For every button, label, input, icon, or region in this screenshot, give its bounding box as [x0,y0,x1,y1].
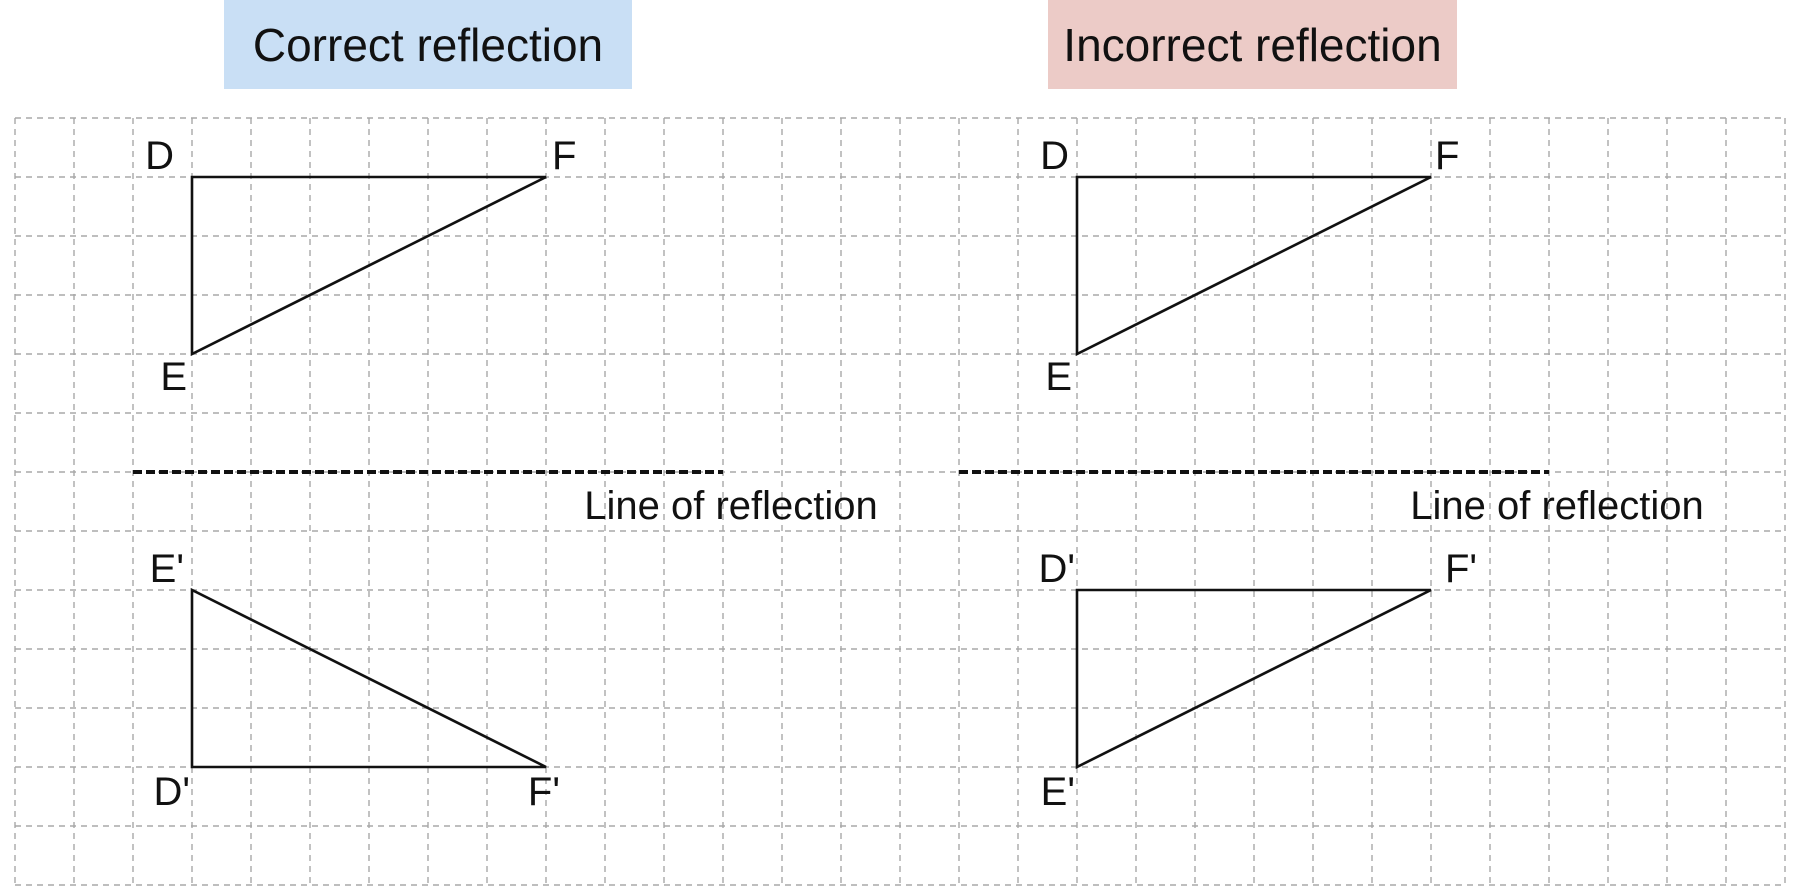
vertex-label-e: E [160,355,187,399]
panel-incorrect: Line of reflection D E F D' E' F' [959,134,1704,814]
vertex-label-f-prime: F' [528,770,560,814]
triangle-def [190,175,547,357]
header-incorrect-label: Incorrect reflection [1063,18,1442,71]
line-of-reflection-label: Line of reflection [1410,484,1704,528]
vertex-label-f: F [1435,134,1459,178]
header-correct-label: Correct reflection [252,18,604,71]
line-of-reflection-label: Line of reflection [584,484,878,528]
triangle-image [190,587,547,769]
panel-correct: Line of reflection D E F E' D' F' [133,134,878,814]
vertex-label-d: D [145,134,174,178]
vertex-label-e: E [1045,355,1072,399]
vertex-label-e-prime: E' [150,547,184,591]
vertex-label-f-prime: F' [1445,547,1477,591]
vertex-label-f: F [552,134,576,178]
vertex-label-d: D [1040,134,1069,178]
vertex-label-d-prime: D' [153,770,190,814]
vertex-label-d-prime: D' [1038,547,1075,591]
triangle-def [1075,175,1432,357]
triangle-image [1075,588,1432,770]
header-incorrect-reflection: Incorrect reflection [1048,0,1457,89]
vertex-label-e-prime: E' [1041,770,1075,814]
header-correct-reflection: Correct reflection [224,0,632,89]
grid [14,117,1786,886]
